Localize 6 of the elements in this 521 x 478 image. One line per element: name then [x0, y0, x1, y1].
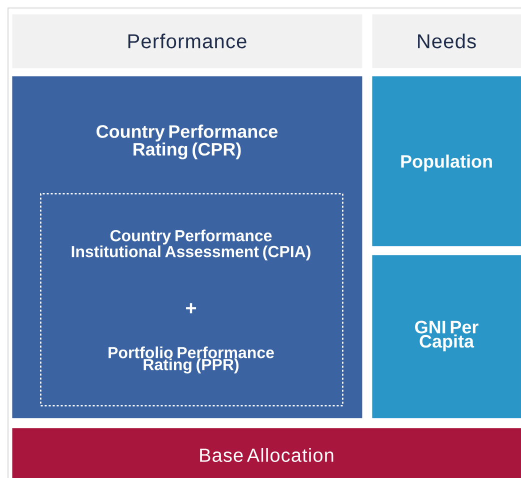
column-header: Performance: [12, 14, 362, 68]
allocation-bar: Base Allocation: [12, 428, 521, 478]
indicator-box: Population: [372, 76, 521, 246]
column-header: Needs: [372, 14, 521, 68]
indicator-box: GNI Per Capita: [372, 255, 521, 418]
dashed-box: Country Performance Institutional Assessment (CPIA) + Portfolio Performance Rating (PPR): [40, 193, 344, 406]
